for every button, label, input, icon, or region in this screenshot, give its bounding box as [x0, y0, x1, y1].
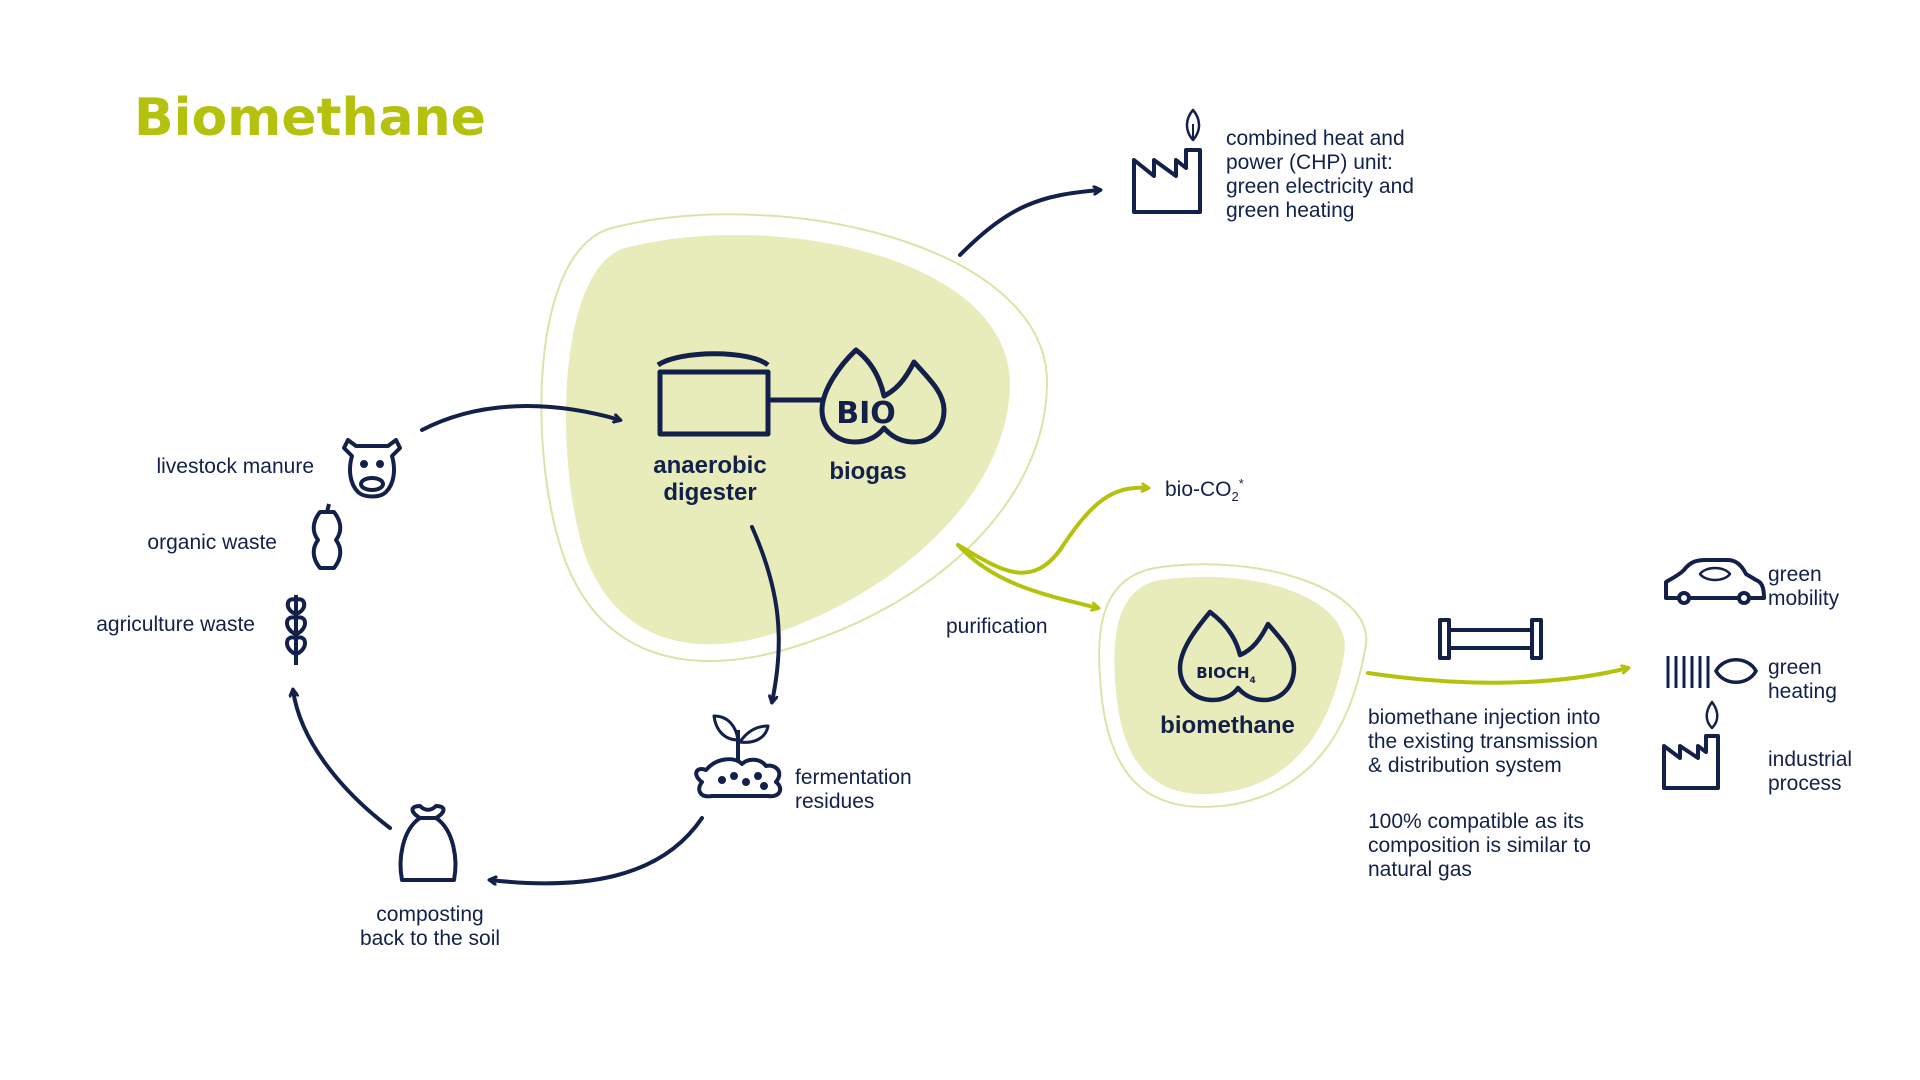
chp-line: green heating: [1226, 199, 1355, 222]
compatible-line: natural gas: [1368, 858, 1472, 881]
arrow-to-chp: [958, 190, 1100, 257]
use-line: green: [1768, 656, 1822, 679]
radiator-leaf-icon: [1666, 656, 1758, 688]
chp-line: combined heat and: [1226, 127, 1405, 150]
biomethane-blob: [1114, 576, 1345, 795]
bio-co2-prefix: bio-CO: [1165, 478, 1232, 501]
chp-line: power (CHP) unit:: [1226, 151, 1393, 174]
use-line: mobility: [1768, 587, 1840, 610]
livestock-manure-label: livestock manure: [156, 455, 314, 478]
arrow-to-composting: [490, 816, 704, 883]
composting-label: composting back to the soil: [338, 903, 522, 951]
biomethane-blob-outline: [1098, 563, 1368, 808]
fermentation-line: residues: [795, 790, 875, 813]
biogas-label: biogas: [829, 458, 907, 485]
biomethane-drop-text: BIOCH4: [1196, 664, 1256, 686]
factory-leaf-icon: [1132, 108, 1202, 214]
use-line: green: [1768, 563, 1822, 586]
sprout-soil-icon: [694, 714, 783, 799]
compatible-line: composition is similar to: [1368, 834, 1591, 857]
compatible-label: 100% compatible as its composition is si…: [1368, 810, 1648, 882]
arrow-to-bio-co2: [956, 488, 1148, 575]
arrow-to-inputs: [293, 690, 392, 830]
composting-line: back to the soil: [359, 927, 501, 950]
use-green-heating: green heating: [1768, 656, 1888, 704]
gas-drop-icon: BIOCH4: [1177, 609, 1297, 703]
bio-co2-subscript: 2: [1231, 489, 1239, 505]
cow-icon: [342, 438, 402, 499]
bio-co2-suffix: *: [1238, 476, 1244, 491]
wheat-icon: [285, 595, 307, 665]
arrow-to-digester: [420, 404, 620, 432]
digester-tank-icon: [656, 351, 825, 437]
sack-icon: [398, 804, 458, 882]
compatible-line: 100% compatible as its: [1368, 810, 1584, 833]
injection-line: & distribution system: [1368, 754, 1562, 777]
agriculture-waste-label: agriculture waste: [96, 613, 255, 636]
gas-drop-icon: BIO: [819, 347, 947, 445]
arrow-to-uses: [1366, 668, 1628, 685]
use-line: heating: [1768, 680, 1837, 703]
fermentation-line: fermentation: [795, 766, 912, 789]
purification-label: purification: [946, 615, 1048, 638]
injection-label: biomethane injection into the existing t…: [1368, 706, 1648, 778]
biogas-drop-text: BIO: [836, 396, 896, 431]
car-leaf-icon: [1664, 558, 1766, 605]
injection-line: the existing transmission: [1368, 730, 1598, 753]
factory-leaf-icon: [1662, 700, 1720, 790]
arrow-to-fermentation: [750, 525, 781, 702]
digester-label-line: anaerobic: [653, 452, 767, 479]
chp-label: combined heat and power (CHP) unit: gree…: [1226, 127, 1486, 223]
use-green-mobility: green mobility: [1768, 563, 1888, 611]
arrow-to-biomethane: [956, 543, 1098, 608]
digester-blob: [565, 234, 1010, 645]
page-title: Biomethane: [134, 88, 486, 148]
composting-line: composting: [376, 903, 484, 926]
use-industrial-process: industrial process: [1768, 748, 1888, 796]
digester-blob-outline: [540, 213, 1049, 662]
apple-core-icon: [311, 503, 343, 570]
organic-waste-label: organic waste: [147, 531, 277, 554]
digester-label: anaerobic digester: [640, 452, 780, 506]
injection-line: biomethane injection into: [1368, 706, 1601, 729]
bio-co2-label: bio-CO2*: [1165, 472, 1285, 509]
biomethane-label: biomethane: [1160, 712, 1295, 739]
use-line: industrial: [1768, 748, 1853, 771]
fermentation-label: fermentation residues: [795, 766, 955, 814]
pipe-icon: [1438, 618, 1543, 660]
digester-label-line: digester: [663, 479, 757, 506]
use-line: process: [1768, 772, 1842, 795]
chp-line: green electricity and: [1226, 175, 1414, 198]
